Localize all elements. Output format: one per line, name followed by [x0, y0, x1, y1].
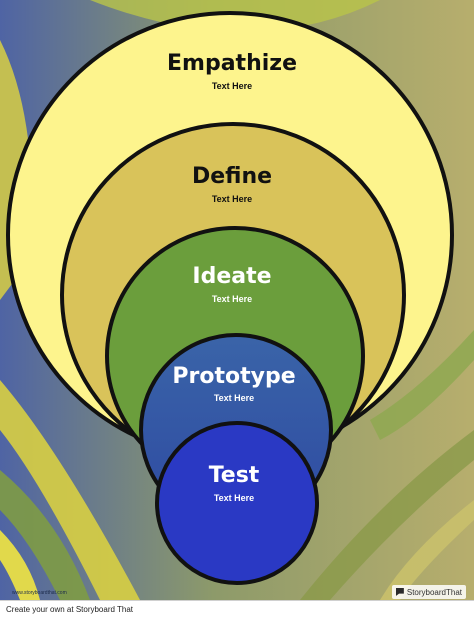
ideate-title: Ideate [192, 264, 271, 289]
speech-bubble-icon [395, 588, 404, 596]
stripe-right-light [380, 500, 474, 600]
watermark-url[interactable]: www.storyboardthat.com [12, 590, 67, 596]
stripe-right-green [370, 330, 474, 440]
footer: Create your own at Storyboard That [0, 600, 474, 620]
prototype-title: Prototype [172, 364, 295, 389]
define-title: Define [192, 164, 272, 189]
prototype-subtitle: Text Here [214, 393, 254, 403]
design-thinking-poster: Empathize Text Here Define Text Here Ide… [0, 0, 474, 600]
test-subtitle: Text Here [214, 493, 254, 503]
stripe-left-yellow-3 [0, 530, 40, 600]
storyboardthat-logo[interactable]: StoryboardThat [391, 585, 466, 599]
test-title: Test [209, 463, 260, 488]
ideate-subtitle: Text Here [212, 294, 252, 304]
brand-name: StoryboardThat [406, 587, 462, 597]
stripe-left-yellow-2 [0, 380, 140, 600]
empathize-title: Empathize [167, 51, 297, 76]
footer-link[interactable]: Create your own at Storyboard That [6, 605, 134, 614]
stripe-left-green [0, 470, 90, 600]
poster-canvas: Empathize Text Here Define Text Here Ide… [0, 0, 474, 600]
define-subtitle: Text Here [212, 194, 252, 204]
circle-test [155, 421, 319, 585]
empathize-subtitle: Text Here [212, 81, 252, 91]
stripe-right-olive [300, 430, 474, 600]
